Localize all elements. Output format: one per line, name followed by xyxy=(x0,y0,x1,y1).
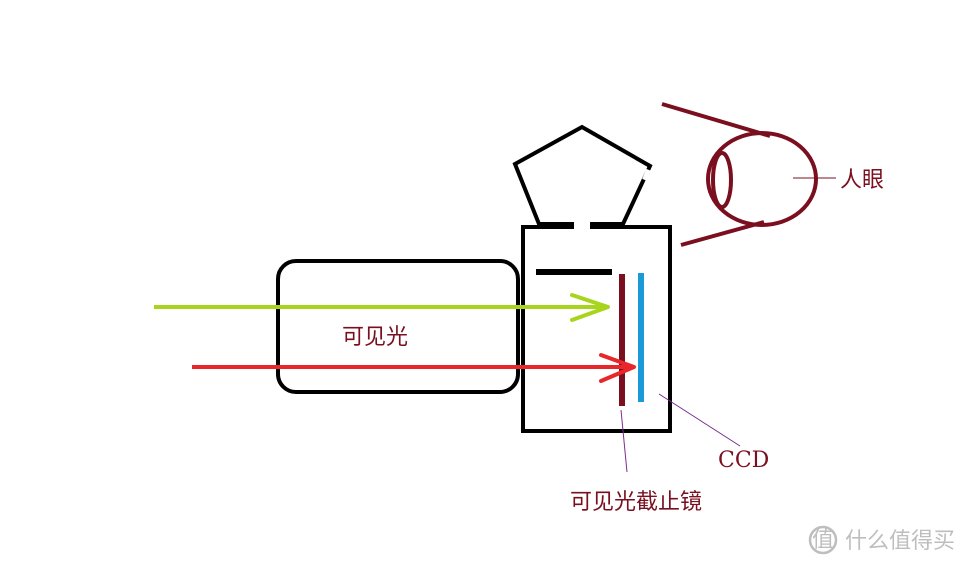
eye-label: 人眼 xyxy=(840,168,884,193)
svg-text:值: 值 xyxy=(812,528,834,553)
watermark: 值 什么值得买 xyxy=(808,525,955,555)
ccd-label: CCD xyxy=(718,448,769,473)
watermark-text: 什么值得买 xyxy=(845,529,955,554)
ccd-leader xyxy=(658,393,741,447)
visible-light-label: 可见光 xyxy=(342,325,408,350)
eye-pupil xyxy=(711,151,733,209)
viewfinder-prism xyxy=(512,124,653,226)
infrared-arrowhead xyxy=(599,353,636,383)
value-badge-icon: 值 xyxy=(808,525,838,555)
visible-light-arrowhead xyxy=(570,293,610,322)
lens-barrel xyxy=(276,259,520,394)
eye-top-line xyxy=(661,102,771,138)
camera-body xyxy=(521,225,672,433)
prism-gap xyxy=(642,168,652,182)
eyeball xyxy=(706,131,818,227)
cutoff-filter-label: 可见光截止镜 xyxy=(570,490,702,515)
filter-leader xyxy=(620,409,628,473)
